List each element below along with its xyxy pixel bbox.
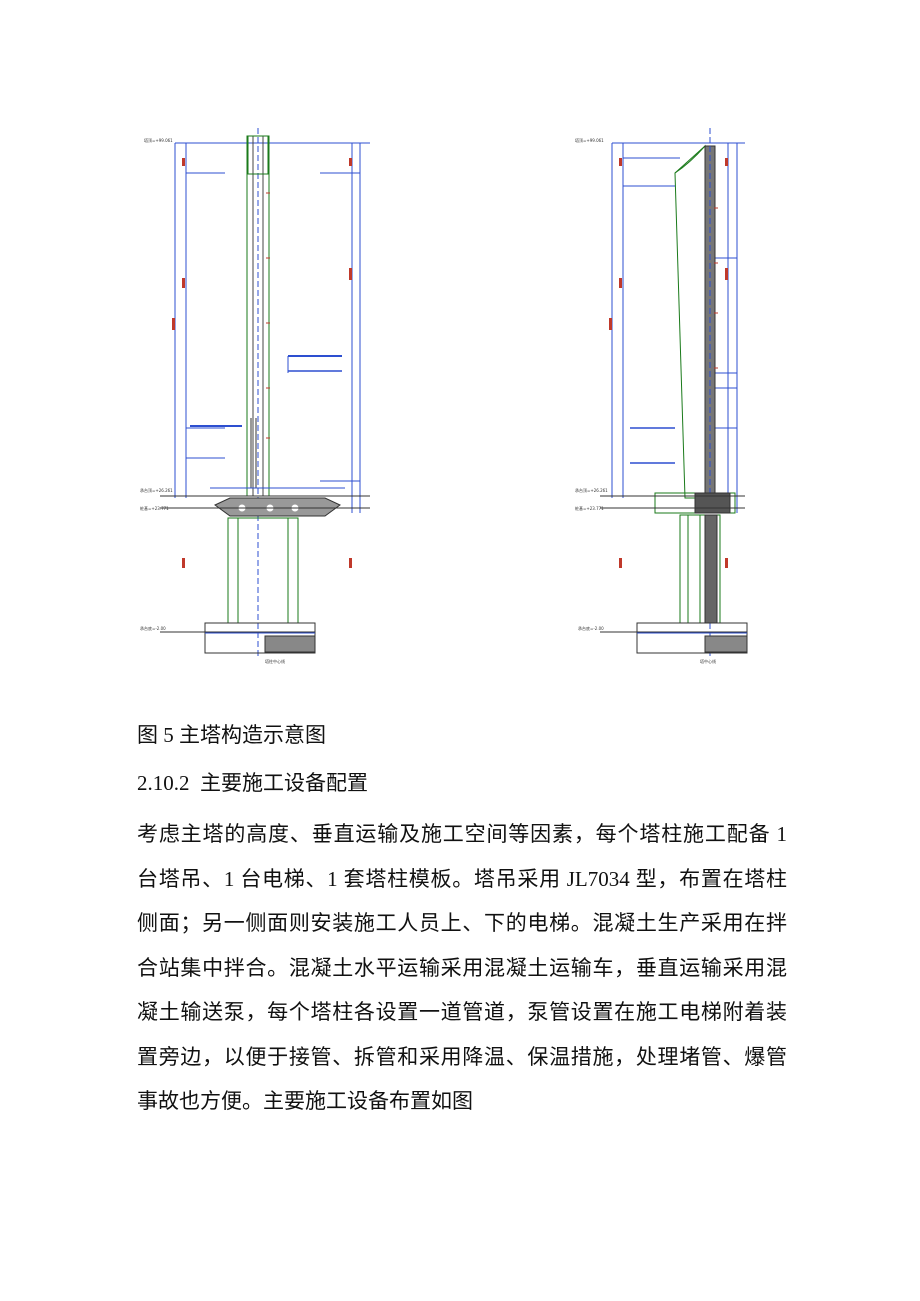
right-label-cap-top: 承台顶=+26.261 (575, 487, 608, 493)
right-label-centerline: 塔中心线 (700, 658, 716, 664)
left-label-centerline: 塔柱中心线 (265, 658, 285, 664)
tower-structure-figure: 塔顶=+99.061 承台顶=+26.261 桩基=+23.771 承台底=-2… (120, 118, 800, 678)
left-label-pile: 桩基=+23.771 (140, 505, 169, 511)
left-label-top: 塔顶=+99.061 (144, 137, 173, 143)
section-heading: 2.10.2 主要施工设备配置 (137, 768, 368, 798)
left-label-cap-bottom: 承台底=-2.00 (140, 625, 166, 631)
right-label-pile: 桩基=+23.771 (575, 505, 604, 511)
right-label-top: 塔顶=+99.061 (575, 137, 604, 143)
section-title: 主要施工设备配置 (200, 771, 368, 795)
right-tower-drawing (600, 128, 748, 658)
right-label-cap-bottom: 承台底=-2.00 (578, 625, 604, 631)
left-tower-drawing (160, 128, 370, 658)
body-paragraph: 考虑主塔的高度、垂直运输及施工空间等因素，每个塔柱施工配备 1 台塔吊、1 台电… (137, 822, 787, 1113)
figure-caption: 图 5 主塔构造示意图 (137, 723, 326, 747)
left-label-cap-top: 承台顶=+26.261 (140, 487, 173, 493)
section-number: 2.10.2 (137, 771, 190, 795)
